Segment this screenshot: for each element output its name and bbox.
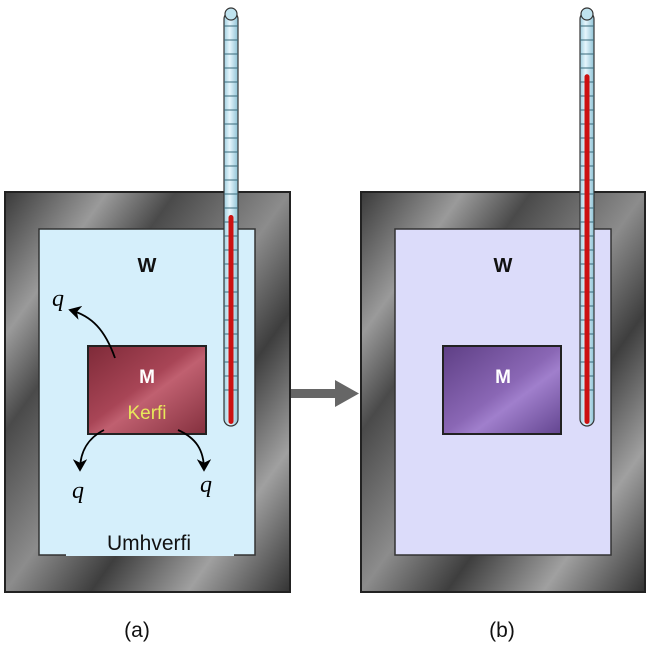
water-label-b: W	[494, 255, 513, 277]
caption-a: (a)	[124, 619, 150, 642]
mercury-column-a	[228, 214, 234, 424]
thermometer-cap-b	[580, 7, 594, 21]
process-arrow-head	[335, 380, 359, 407]
thermometer-b	[579, 7, 595, 427]
mercury-column-b	[584, 74, 590, 424]
process-arrow	[291, 380, 359, 407]
surroundings-label-bg	[66, 528, 234, 556]
heat-label-right: q	[200, 472, 212, 498]
metal-block-a	[87, 345, 207, 435]
calorimeter-b: W M	[360, 7, 646, 593]
process-arrow-shaft	[291, 389, 337, 398]
thermometer-ticks-a	[224, 25, 238, 391]
calorimeter-a: W M Kerfi q q q Umhverfi	[4, 7, 291, 593]
heat-arrow-up	[68, 305, 116, 359]
metal-label-a: M	[139, 367, 155, 388]
heat-label-top: q	[52, 286, 64, 312]
metal-block-b	[442, 345, 562, 435]
surroundings-label: Umhverfi	[107, 532, 191, 555]
heat-label-left: q	[72, 478, 84, 504]
thermometer-cap-a	[224, 7, 238, 21]
thermometer-a	[223, 7, 239, 427]
metal-label-b: M	[495, 367, 511, 388]
caption-b: (b)	[489, 619, 515, 642]
heat-arrow-right	[177, 429, 212, 472]
system-label: Kerfi	[127, 403, 166, 424]
heat-arrow-left	[72, 429, 105, 472]
water-label-a: W	[138, 255, 157, 277]
